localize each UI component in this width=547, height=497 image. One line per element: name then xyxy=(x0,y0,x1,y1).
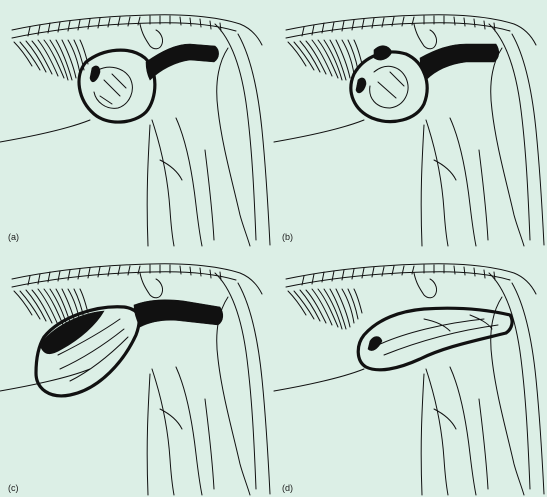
panel-a: (a) xyxy=(0,15,270,246)
panel-label-d: (d) xyxy=(282,483,293,493)
panel-b: (b) xyxy=(274,15,544,246)
panel-label-c: (c) xyxy=(8,483,19,493)
panel-label-a: (a) xyxy=(8,232,19,242)
panel-d: (d) xyxy=(274,264,544,495)
panel-c: (c) xyxy=(0,264,270,495)
panel-label-b: (b) xyxy=(282,232,293,242)
